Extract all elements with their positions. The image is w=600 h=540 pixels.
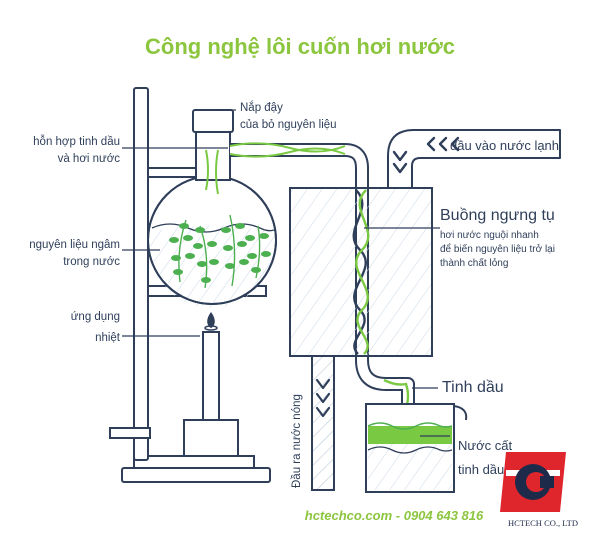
heat-label-line1: ứng dụng xyxy=(71,311,120,323)
lid-label-line1: Nắp đậy xyxy=(240,101,283,114)
mix-label-line1: hỗn hợp tinh dầu xyxy=(33,135,120,148)
company-name: HCTECH CO., LTD xyxy=(508,518,578,528)
condenser-title: Buồng ngưng tụ xyxy=(440,207,555,224)
condenser-desc-line1: hơi nước nguội nhanh xyxy=(440,230,539,241)
distilled-label-line1: Nước cất xyxy=(458,438,512,453)
cold-water-pipe xyxy=(387,129,561,189)
hot-out-label: Đầu ra nước nóng xyxy=(291,394,303,488)
vapor-tube xyxy=(229,142,415,420)
condenser xyxy=(289,187,433,357)
condenser-desc-line3: thành chất lỏng xyxy=(440,257,508,269)
heat-label-line2: nhiệt xyxy=(95,332,121,344)
flask xyxy=(147,109,277,309)
mix-label-line2: và hơi nước xyxy=(58,153,121,165)
condenser-desc-line2: để biến nguyên liệu trở lại xyxy=(440,243,555,255)
contact-link[interactable]: hctechco.com - 0904 643 816 xyxy=(305,508,484,523)
oil-label: Tinh dầu xyxy=(442,379,504,396)
hot-water-pipe xyxy=(311,355,335,491)
cold-in-label: đầu vào nước lạnh xyxy=(450,138,559,153)
material-label-line2: trong nước xyxy=(63,256,120,268)
flame-icon xyxy=(207,312,215,328)
page-title: Công nghệ lôi cuốn hơi nước xyxy=(145,34,455,59)
material-label-line1: nguyên liệu ngâm xyxy=(29,239,120,251)
lid-label-line2: của bỏ nguyên liệu xyxy=(240,119,337,131)
collection-beaker xyxy=(365,403,468,493)
hctech-logo xyxy=(500,452,566,512)
distilled-label-line2: tinh dầu xyxy=(458,462,504,477)
burner xyxy=(183,312,239,457)
pointer-lines xyxy=(122,109,450,437)
